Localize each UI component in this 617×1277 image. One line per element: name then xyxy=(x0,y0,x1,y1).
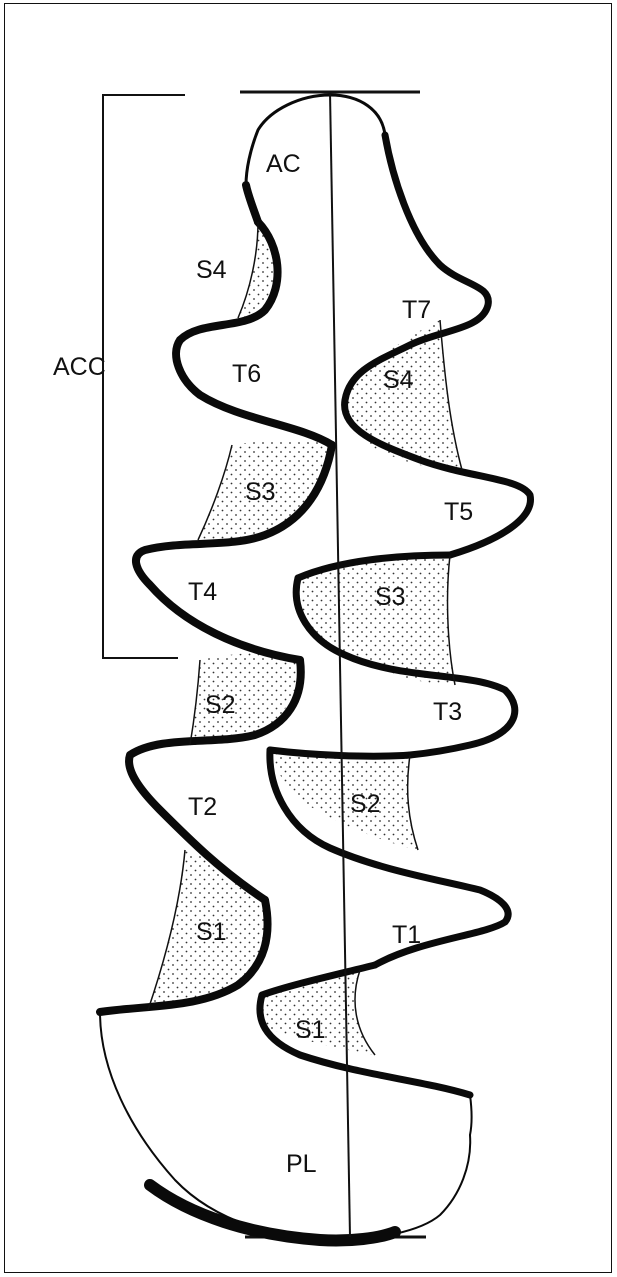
acc-label: ACC xyxy=(53,353,106,381)
right-triangle-label-t7: T7 xyxy=(402,296,431,324)
right-stipple-label-s2: S2 xyxy=(350,790,381,818)
inner-boundaries xyxy=(147,221,463,1056)
stipple-left-s3 xyxy=(198,439,332,544)
right-triangle-label-t3: T3 xyxy=(433,698,462,726)
stipple-right-s3 xyxy=(295,555,455,685)
left-outline xyxy=(96,93,472,1247)
stipple-right-s4 xyxy=(343,320,462,470)
apex-label-ac: AC xyxy=(266,150,301,178)
stipple-right-s2 xyxy=(270,750,418,850)
left-triangle-label-t4: T4 xyxy=(188,578,217,606)
left-stipple-label-s3: S3 xyxy=(245,478,276,506)
stipple-regions xyxy=(148,222,462,1055)
left-triangle-label-t2: T2 xyxy=(188,793,217,821)
stipple-left-s4 xyxy=(238,222,279,320)
right-stipple-label-s4: S4 xyxy=(383,366,414,394)
left-stipple-label-s2: S2 xyxy=(205,691,236,719)
right-outline xyxy=(256,93,534,1136)
stipple-left-s1 xyxy=(148,850,270,1010)
right-triangle-label-t1: T1 xyxy=(392,921,421,949)
left-triangle-label-t6: T6 xyxy=(232,360,261,388)
right-stipple-label-s3: S3 xyxy=(375,583,406,611)
right-triangle-label-t5: T5 xyxy=(444,498,473,526)
right-stipple-label-s1: S1 xyxy=(295,1016,326,1044)
figure-frame xyxy=(4,3,612,1273)
base-label-pl: PL xyxy=(286,1150,317,1178)
labels: ACC AC PL S4 T6 S3 T4 S2 T2 S1 T7 S4 T5 … xyxy=(53,150,473,1178)
central-axis xyxy=(329,91,351,1238)
acc-bracket xyxy=(102,94,185,659)
left-stipple-label-s4: S4 xyxy=(196,256,227,284)
left-stipple-label-s1: S1 xyxy=(196,918,227,946)
